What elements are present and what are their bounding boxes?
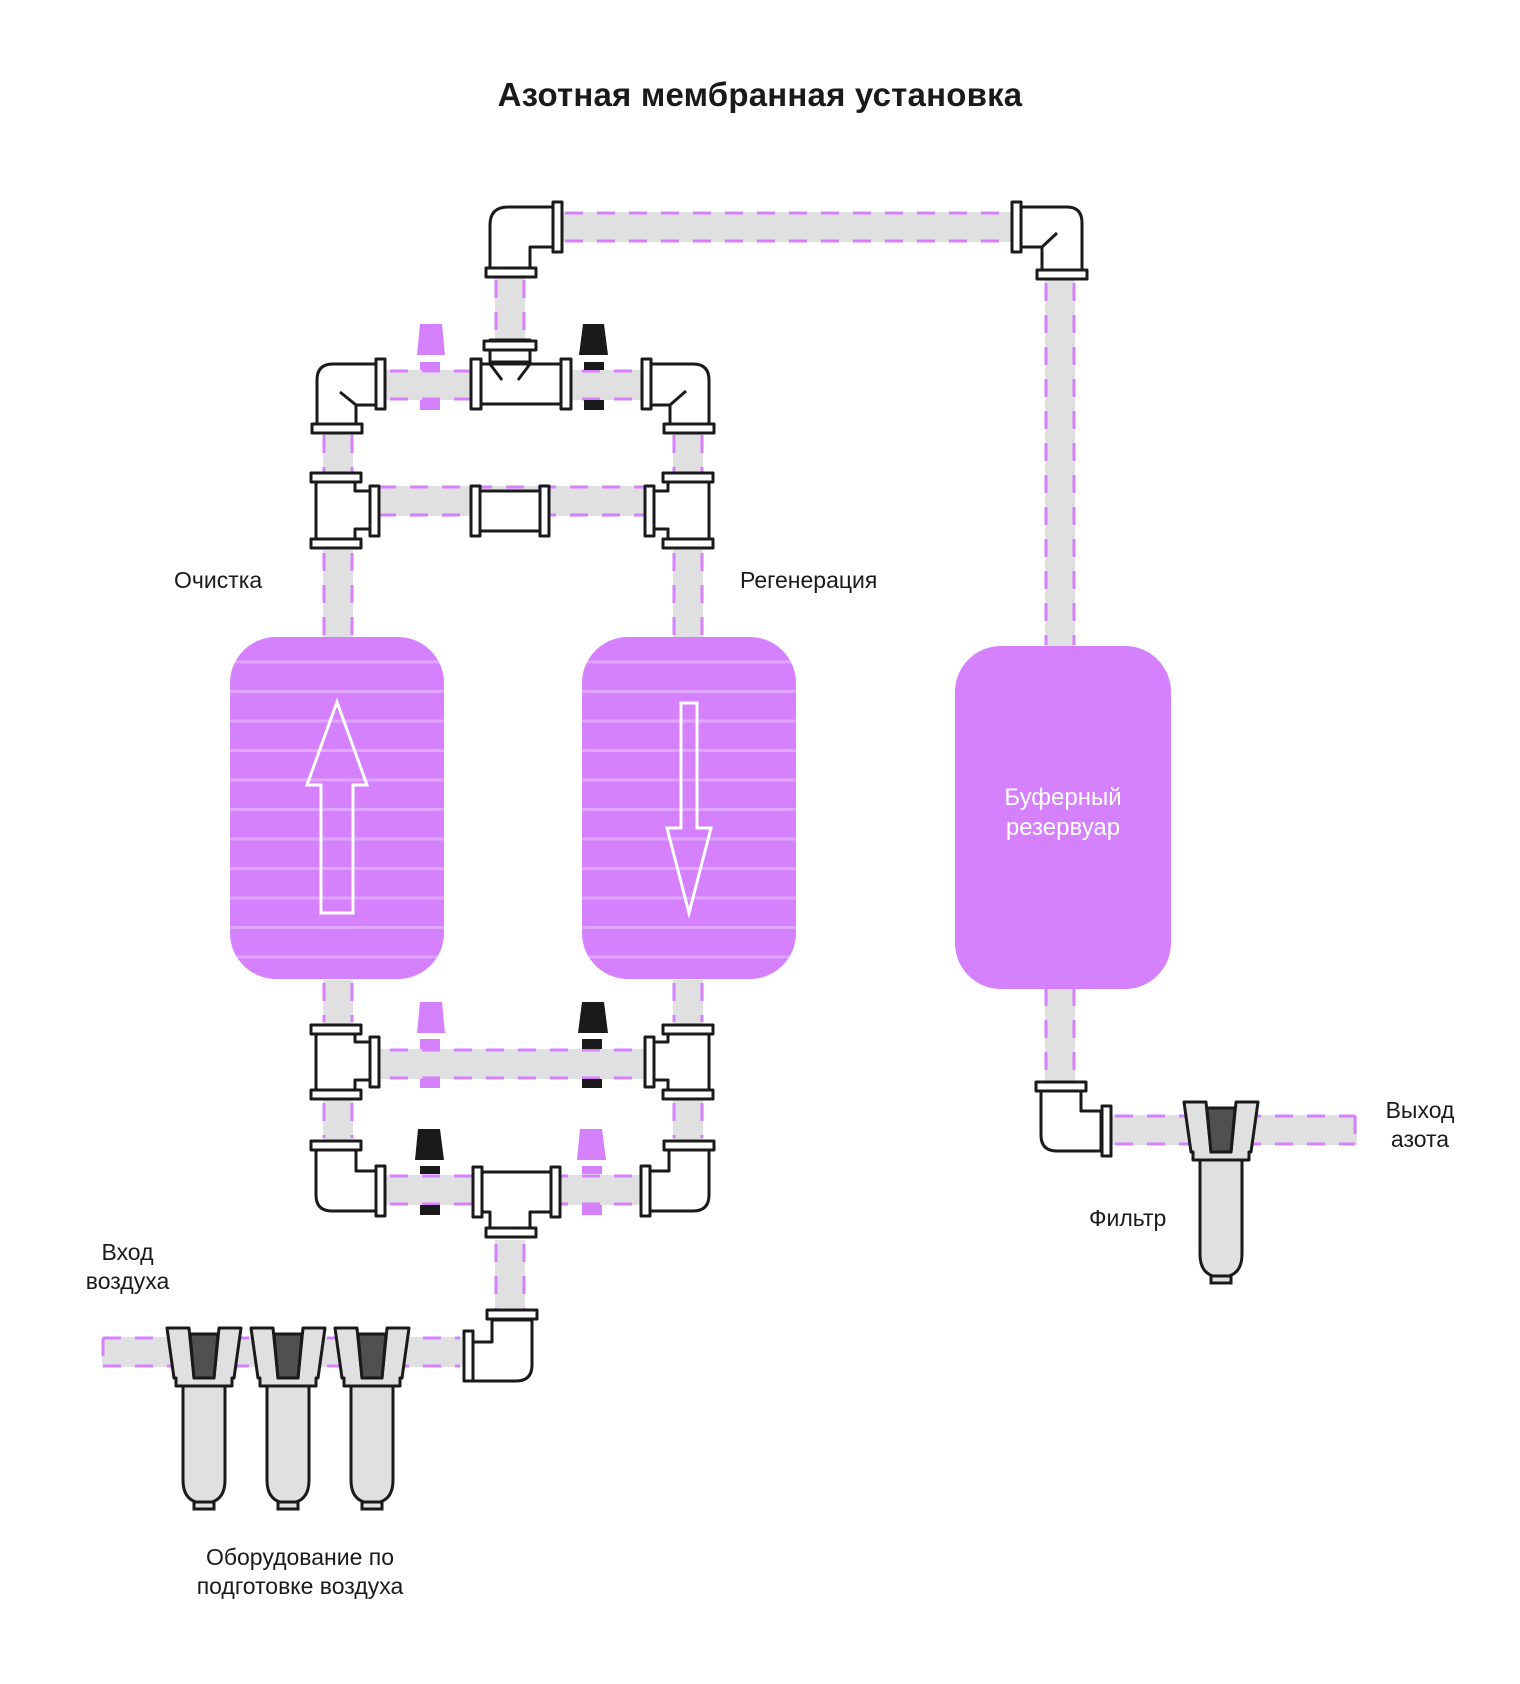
tee-fitting: [471, 1165, 562, 1239]
label-air-preparation: Оборудование по подготовке воздуха: [196, 1544, 404, 1599]
coupling-fitting: [469, 484, 551, 538]
elbow-fitting: [310, 357, 387, 435]
air-filter-1: [165, 1326, 243, 1511]
label-filter: Фильтр: [1089, 1205, 1167, 1231]
elbow-fitting: [1034, 1080, 1113, 1158]
tee-fitting: [309, 471, 381, 550]
valve-middle-right[interactable]: [578, 1002, 608, 1088]
valve-middle-left[interactable]: [417, 1002, 445, 1088]
elbow-fitting: [309, 1139, 387, 1218]
valve-top-right[interactable]: [579, 324, 608, 410]
elbow-fitting: [484, 200, 564, 279]
pipe-buffer-riser: [1044, 280, 1076, 650]
tee-fitting: [643, 471, 715, 550]
tee-fitting: [309, 1023, 381, 1101]
air-filter-3: [333, 1326, 411, 1511]
pipe-top-horizontal: [560, 211, 1020, 243]
pipe-left-verticals: [322, 432, 354, 1140]
elbow-fitting: [462, 1308, 539, 1383]
label-regeneration: Регенерация: [740, 567, 878, 593]
air-prep-filters: [165, 1326, 411, 1511]
pipe-buffer-down: [1044, 985, 1076, 1083]
air-filter-2: [249, 1326, 327, 1511]
fittings: [309, 200, 1113, 1383]
valve-bottom-right[interactable]: [577, 1129, 606, 1215]
regeneration-column: [582, 637, 796, 979]
valve-top-left[interactable]: [417, 324, 445, 410]
valves: [415, 324, 608, 1215]
purification-column: [230, 637, 444, 979]
valve-bottom-left[interactable]: [415, 1129, 444, 1215]
column-stripes: [230, 660, 444, 959]
pipe-lower-crossover: [375, 1048, 655, 1080]
arrow-down-icon: [665, 701, 713, 919]
tee-fitting: [469, 338, 573, 411]
label-purification: Очистка: [174, 567, 263, 593]
column-stripes: [582, 660, 796, 959]
nitrogen-filter: [1182, 1100, 1260, 1285]
buffer-tank: [955, 646, 1171, 989]
tee-fitting: [643, 1023, 715, 1101]
arrow-up-icon: [304, 697, 370, 915]
label-air-inlet: Вход воздуха: [85, 1239, 170, 1294]
diagram-title: Азотная мембранная установка: [497, 76, 1023, 113]
pipe-right-verticals: [672, 432, 704, 1140]
elbow-fitting: [640, 357, 716, 435]
label-nitrogen-outlet: Выход азота: [1385, 1097, 1455, 1152]
pipe-inlet-riser: [494, 1240, 526, 1312]
elbow-fitting: [1010, 200, 1089, 281]
label-buffer-tank: Буферный резервуар: [1004, 784, 1122, 841]
elbow-fitting: [639, 1139, 716, 1218]
pipe-top-tee-riser: [494, 277, 526, 342]
